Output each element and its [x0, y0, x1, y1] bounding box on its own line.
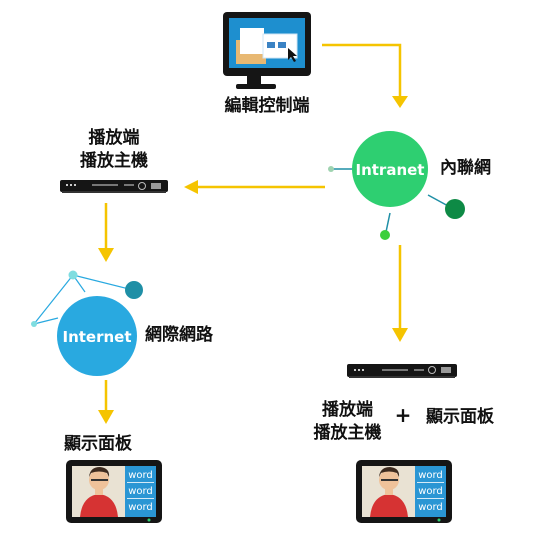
plus-sign: +: [394, 403, 412, 427]
display-right-label: 顯示面板: [426, 407, 494, 427]
arrowhead: [184, 180, 198, 194]
intranet-side-label: 內聯網: [440, 158, 491, 178]
arrowhead: [392, 96, 408, 108]
arrow-editor-to-intranet: [322, 43, 402, 100]
network-node: [68, 270, 78, 280]
panel-word: word: [418, 502, 443, 513]
arrowhead: [98, 410, 114, 424]
network-node: [380, 230, 390, 240]
arrowhead: [392, 328, 408, 342]
intranet-circle-label: Intranet: [356, 161, 425, 179]
network-node: [328, 166, 334, 172]
panel-word: word: [418, 486, 443, 497]
player-top-line1: 播放端: [88, 128, 140, 148]
display-panel-icon: [356, 460, 452, 523]
player-bottom-line1: 播放端: [322, 400, 373, 420]
network-node: [445, 199, 465, 219]
display-panel-icon: [66, 460, 162, 523]
arrowhead: [98, 248, 114, 262]
network-node: [31, 321, 37, 327]
network-node: [125, 281, 143, 299]
internet-side-label: 網際網路: [145, 325, 213, 345]
player-bottom-line2: 播放主機: [313, 423, 382, 443]
intranet-circle: [352, 131, 428, 207]
panel-word: word: [128, 486, 153, 497]
editor-label: 編輯控制端: [224, 96, 310, 116]
internet-circle: [57, 296, 137, 376]
monitor-icon: [223, 12, 311, 89]
player-top-line2: 播放主機: [80, 151, 148, 171]
internet-circle-label: Internet: [62, 328, 131, 346]
media-player-icon: [60, 180, 168, 193]
panel-word: word: [128, 470, 153, 481]
display-left-label: 顯示面板: [64, 434, 132, 454]
panel-word: word: [128, 502, 153, 513]
panel-word: word: [418, 470, 443, 481]
media-player-icon: [347, 364, 457, 378]
